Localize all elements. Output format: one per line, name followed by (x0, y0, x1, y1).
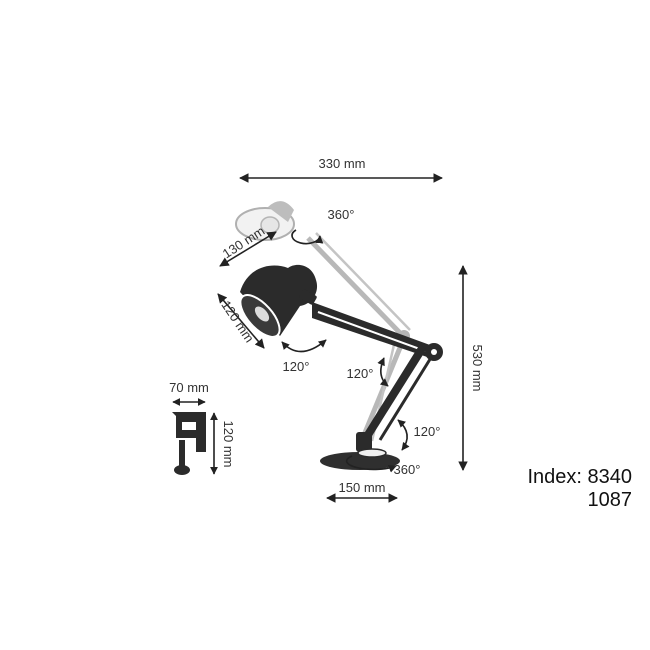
base-disc-top (357, 448, 387, 458)
elbow-joint-hub (431, 349, 437, 355)
shade-diameter-line (219, 231, 277, 267)
shade-tilt-arc (281, 339, 327, 353)
index-label: Index: 8340 (527, 466, 632, 488)
clamp-width-label: 70 mm (169, 380, 209, 395)
base-rotation-label: 360° (394, 462, 421, 477)
head-rotation-label: 360° (328, 207, 355, 222)
ghost-upper-arm-rod (315, 232, 411, 331)
dimension-lines (172, 173, 468, 503)
index-block: Index: 8340 1087 (527, 466, 632, 512)
base-post (356, 432, 372, 452)
clamp-screw (179, 440, 185, 466)
index-number: 1087 (587, 489, 633, 511)
clamp-body (172, 412, 206, 452)
width-top-label: 330 mm (319, 156, 366, 171)
base-label: 150 mm (339, 480, 386, 495)
height-label: 530 mm (470, 345, 485, 392)
clamp-accessory (172, 412, 206, 475)
shade-tilt-label: 120° (283, 359, 310, 374)
base-rotation-arc (345, 455, 397, 473)
dark-lamp (239, 264, 443, 470)
shade-body (240, 264, 318, 336)
elbow-label: 120° (347, 366, 374, 381)
upper-arm (312, 302, 436, 360)
lower-arm (360, 344, 426, 440)
angle-arcs (281, 229, 410, 473)
ghost-upper-arm (306, 236, 404, 337)
neck-joint (299, 289, 317, 305)
head-rotation-arc (291, 229, 324, 245)
elbow-arc (377, 357, 389, 387)
base-joint-label: 120° (414, 424, 441, 439)
shade-depth-line (217, 293, 265, 349)
upper-arm-rod (317, 311, 429, 353)
base-joint-arc (397, 419, 410, 451)
clamp-foot (174, 465, 190, 475)
dimension-labels: 330 mm 130 mm 120 mm 530 mm 150 mm 70 mm… (169, 156, 485, 495)
clamp-height-label: 120 mm (221, 421, 236, 468)
lower-arm-rod (378, 355, 434, 441)
ghost-shade-cap (268, 201, 294, 222)
